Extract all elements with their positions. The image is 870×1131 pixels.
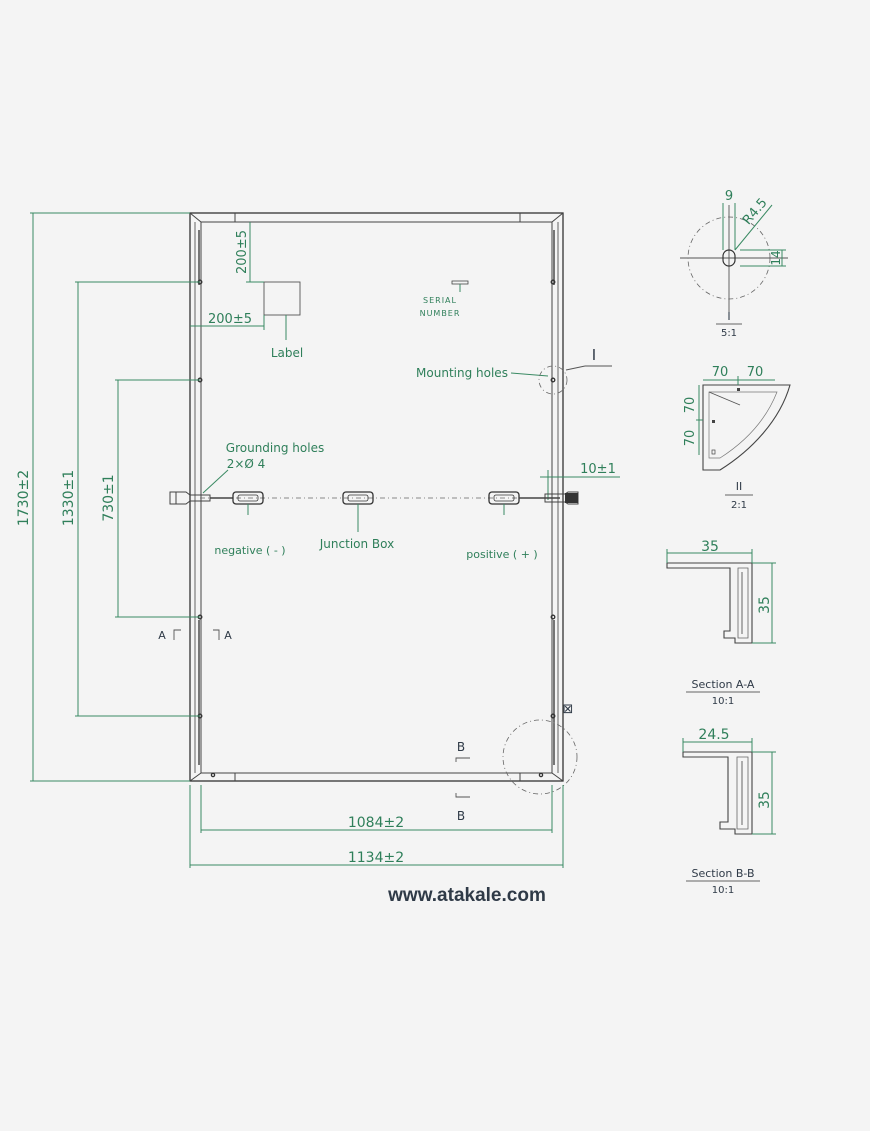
section-b-markers: B B ⊠ — [455, 702, 578, 823]
grounding-text-2: 2×Ø 4 — [227, 457, 266, 471]
panel-inner-frame — [200, 221, 553, 774]
serial-text-2: NUMBER — [420, 309, 461, 318]
section-a-height: 35 — [757, 596, 773, 614]
panel-outer-frame — [189, 212, 564, 782]
label-caption: Label — [271, 346, 303, 360]
section-b-scale: 10:1 — [712, 885, 734, 896]
panel-frame — [189, 212, 564, 782]
dim-right-offset: 10±1 — [580, 462, 616, 477]
detail-I-dim-14: 14 — [769, 250, 783, 265]
grounding-text-1: Grounding holes — [226, 441, 324, 455]
positive-text: positive ( + ) — [466, 548, 537, 561]
detail-II-corner — [702, 384, 791, 471]
section-a-scale: 10:1 — [712, 696, 734, 707]
detail-I-scale: 5:1 — [721, 328, 737, 339]
left-dimensions: 1730±2 1330±1 730±1 — [16, 212, 200, 782]
dim-label-h: 200±5 — [208, 312, 252, 327]
serial-text-1: SERIAL — [423, 296, 457, 305]
mounting-holes-callout: Mounting holes I — [416, 346, 612, 395]
section-a-markers: A A — [158, 629, 232, 642]
junction-box-text: Junction Box — [319, 537, 394, 551]
detail-I-slot — [722, 249, 736, 267]
detail-I-view: 9 R4.5 14 I 5:1 — [680, 189, 788, 339]
cable-assembly: Grounding holes 2×Ø 4 negative ( - ) Jun… — [169, 441, 579, 561]
detail-II-dim-70a: 70 — [712, 365, 729, 380]
detail-II-dim-70c: 70 — [683, 397, 698, 414]
section-b-width: 24.5 — [698, 727, 729, 743]
dim-height-mount-inner: 730±1 — [101, 474, 117, 521]
section-b-profile — [682, 751, 753, 835]
negative-connector — [169, 491, 211, 505]
section-b-bottom-letter: B — [457, 809, 465, 823]
detail-I-name: I — [727, 310, 730, 323]
dim-width-total: 1134±2 — [348, 850, 404, 866]
section-a-name: Section A-A — [692, 678, 755, 691]
mounting-holes-text: Mounting holes — [416, 366, 508, 380]
detail-II-view: 70 70 70 70 II 2:1 — [683, 365, 791, 511]
detail-II-dim-70d: 70 — [683, 430, 698, 447]
website-url: www.atakale.com — [387, 885, 546, 906]
section-b-top-letter: B — [457, 740, 465, 754]
negative-text: negative ( - ) — [214, 544, 285, 557]
detail-II-marker: ⊠ — [563, 702, 574, 717]
detail-I-dim-9: 9 — [725, 189, 733, 204]
detail-I-marker: I — [592, 346, 596, 364]
section-a-right-letter: A — [224, 629, 232, 642]
dim-height-mount-outer: 1330±1 — [61, 470, 77, 526]
section-b-b-view: 24.5 35 Section B-B 10:1 — [682, 727, 776, 896]
label-area: 200±5 200±5 Label — [190, 222, 303, 360]
detail-II-dim-70b: 70 — [747, 365, 764, 380]
serial-number: SERIAL NUMBER — [420, 280, 469, 318]
section-a-profile — [666, 562, 753, 644]
label-box — [263, 281, 301, 316]
section-b-height: 35 — [757, 791, 773, 809]
section-b-name: Section B-B — [691, 867, 754, 880]
dim-label-v: 200±5 — [235, 230, 250, 274]
right-offset-dim: 10±1 — [540, 462, 620, 500]
detail-II-scale: 2:1 — [731, 500, 747, 511]
dim-height-total: 1730±2 — [16, 470, 32, 526]
dim-width-inner: 1084±2 — [348, 815, 404, 831]
section-a-a-view: 35 35 Section A-A 10:1 — [666, 539, 776, 707]
detail-II-name: II — [736, 480, 743, 493]
bottom-dimensions: 1084±2 1134±2 — [189, 785, 564, 868]
section-a-left-letter: A — [158, 629, 166, 642]
section-a-width: 35 — [701, 539, 719, 555]
